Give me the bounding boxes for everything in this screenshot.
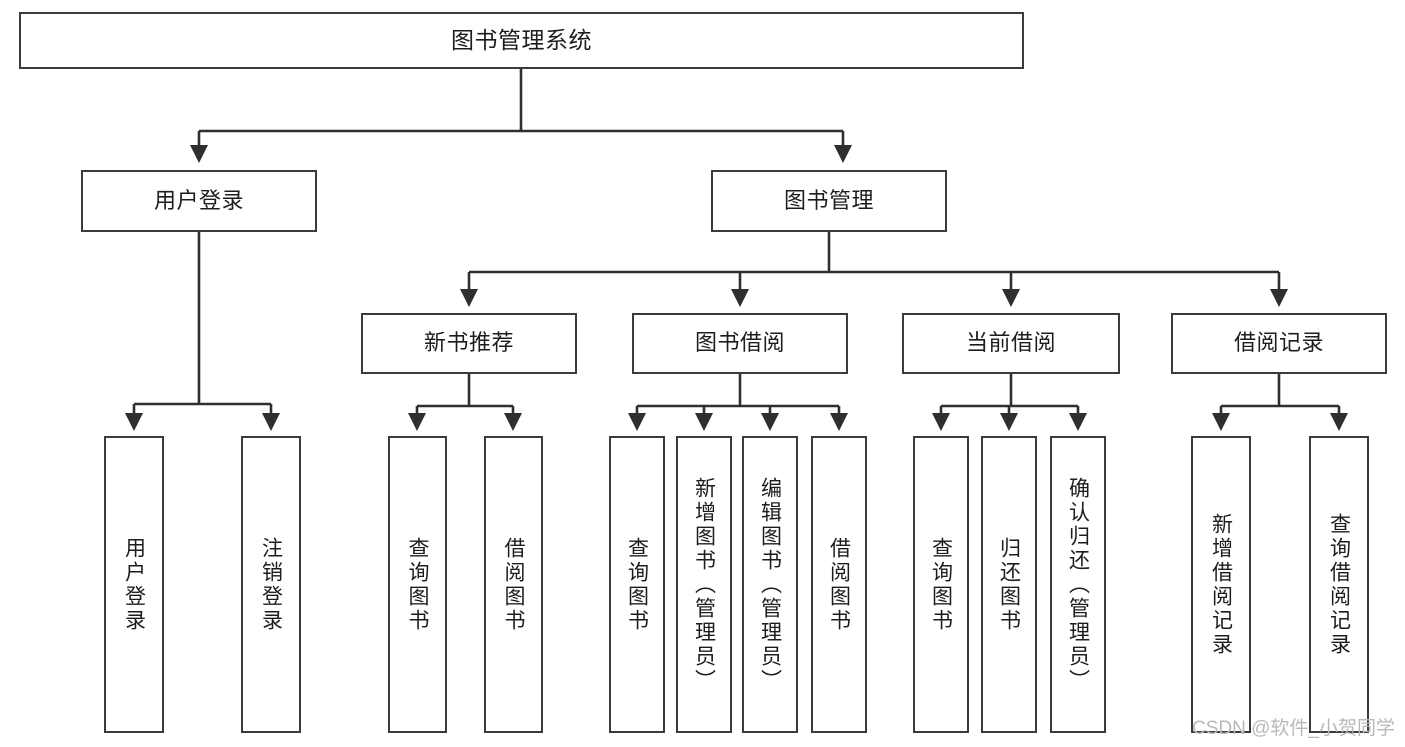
- leaf-borrow-book-newbook[interactable]: 借阅图书: [484, 436, 543, 733]
- leaf-query-book-current[interactable]: 查询图书: [913, 436, 969, 733]
- watermark: CSDN @软件_小贺同学: [1192, 718, 1395, 739]
- leaf-user-login-label: 用户登录: [122, 536, 146, 633]
- node-book-management-label: 图书管理: [783, 187, 874, 213]
- node-current-borrow[interactable]: 当前借阅: [902, 313, 1120, 374]
- node-user-login-label: 用户登录: [153, 187, 244, 213]
- leaf-query-book-borrow[interactable]: 查询图书: [609, 436, 665, 733]
- node-book-borrow-label: 图书借阅: [694, 330, 785, 356]
- leaf-edit-book-admin[interactable]: 编辑图书（管理员）: [742, 436, 798, 733]
- node-root-label: 图书管理系统: [451, 26, 592, 53]
- node-user-login[interactable]: 用户登录: [81, 170, 317, 232]
- leaf-confirm-return-admin[interactable]: 确认归还（管理员）: [1050, 436, 1106, 733]
- leaf-add-borrow-record-label: 新增借阅记录: [1209, 512, 1233, 657]
- node-borrow-records[interactable]: 借阅记录: [1171, 313, 1387, 374]
- leaf-logout[interactable]: 注销登录: [241, 436, 301, 733]
- node-book-borrow[interactable]: 图书借阅: [632, 313, 848, 374]
- leaf-user-login[interactable]: 用户登录: [104, 436, 164, 733]
- node-root[interactable]: 图书管理系统: [19, 12, 1024, 69]
- leaf-confirm-return-admin-label: 确认归还（管理员）: [1066, 476, 1090, 693]
- leaf-return-book[interactable]: 归还图书: [981, 436, 1037, 733]
- leaf-add-borrow-record[interactable]: 新增借阅记录: [1191, 436, 1251, 733]
- node-borrow-records-label: 借阅记录: [1233, 330, 1324, 356]
- node-current-borrow-label: 当前借阅: [965, 330, 1056, 356]
- node-book-management[interactable]: 图书管理: [711, 170, 947, 232]
- leaf-query-book-current-label: 查询图书: [929, 536, 953, 633]
- node-new-book-recommend[interactable]: 新书推荐: [361, 313, 577, 374]
- leaf-edit-book-admin-label: 编辑图书（管理员）: [758, 476, 782, 693]
- node-new-book-recommend-label: 新书推荐: [423, 330, 514, 356]
- leaf-query-book-newbook-label: 查询图书: [406, 536, 429, 633]
- leaf-logout-label: 注销登录: [259, 536, 283, 633]
- leaf-query-book-newbook[interactable]: 查询图书: [388, 436, 447, 733]
- leaf-borrow-book-label: 借阅图书: [827, 536, 851, 633]
- leaf-add-book-admin[interactable]: 新增图书（管理员）: [676, 436, 732, 733]
- leaf-add-book-admin-label: 新增图书（管理员）: [692, 476, 716, 693]
- leaf-query-borrow-record[interactable]: 查询借阅记录: [1309, 436, 1369, 733]
- leaf-return-book-label: 归还图书: [997, 536, 1021, 633]
- leaf-query-borrow-record-label: 查询借阅记录: [1327, 512, 1351, 657]
- leaf-borrow-book-newbook-label: 借阅图书: [502, 536, 525, 633]
- leaf-borrow-book[interactable]: 借阅图书: [811, 436, 867, 733]
- leaf-query-book-borrow-label: 查询图书: [625, 536, 649, 633]
